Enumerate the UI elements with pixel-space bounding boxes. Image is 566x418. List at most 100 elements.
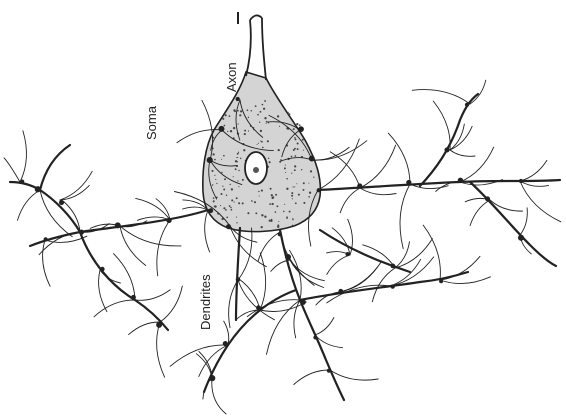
soma-stipple-dot <box>223 207 225 209</box>
soma-stipple-dot <box>308 196 310 198</box>
soma-stipple-dot <box>216 183 217 184</box>
soma-stipple-dot <box>267 140 269 142</box>
soma-stipple-dot <box>233 127 235 129</box>
dendritic-spine <box>390 263 395 268</box>
soma-stipple-dot <box>238 170 239 171</box>
soma-stipple-dot <box>303 150 304 151</box>
soma-stipple-dot <box>283 211 285 213</box>
soma-stipple-dot <box>255 212 257 214</box>
dendritic-spine <box>218 126 224 132</box>
dendrite-branch <box>312 147 349 160</box>
soma-stipple-dot <box>302 139 304 141</box>
soma-stipple-dot <box>271 203 273 205</box>
soma-stipple-dot <box>272 196 274 198</box>
soma-stipple-dot <box>259 122 260 123</box>
soma-stipple-dot <box>258 143 259 144</box>
soma-stipple-dot <box>213 197 215 199</box>
soma-stipple-dot <box>309 192 311 194</box>
soma-stipple-dot <box>236 222 237 223</box>
soma-stipple-dot <box>237 110 239 112</box>
soma-stipple-dot <box>236 157 237 158</box>
soma-stipple-dot <box>293 128 295 130</box>
soma-stipple-dot <box>237 153 239 155</box>
soma-stipple-dot <box>226 217 228 219</box>
soma-stipple-dot <box>227 131 228 132</box>
soma-stipple-dot <box>276 205 278 207</box>
soma-stipple-dot <box>214 175 215 176</box>
soma-stipple-dot <box>215 179 216 180</box>
soma-stipple-dot <box>308 183 309 184</box>
soma-stipple-dot <box>294 169 296 171</box>
dendrite-branch <box>267 300 301 354</box>
soma-stipple-dot <box>234 201 235 202</box>
soma-stipple-dot <box>229 184 230 185</box>
dendrite-branch <box>450 150 475 156</box>
soma-stipple-dot <box>264 117 266 119</box>
dendritic-spine <box>298 126 304 132</box>
soma-stipple-dot <box>298 194 300 196</box>
soma-stipple-dot <box>285 172 286 173</box>
dendritic-spine <box>115 222 121 228</box>
soma-stipple-dot <box>277 115 279 117</box>
soma-stipple-dot <box>294 148 296 150</box>
soma-stipple-dot <box>233 176 234 177</box>
soma-stipple-dot <box>247 212 249 214</box>
dendrite-branch <box>236 310 260 319</box>
dendrite-branch <box>260 302 306 312</box>
soma-stipple-dot <box>242 202 244 204</box>
soma-stipple-dot <box>255 105 257 107</box>
soma-stipple-dot <box>303 189 305 191</box>
soma-stipple-dot <box>285 165 286 166</box>
soma-stipple-dot <box>234 110 236 112</box>
dendrite-branch <box>520 181 561 222</box>
dendritic-spine <box>519 179 523 183</box>
dendritic-spine <box>35 186 41 192</box>
soma-stipple-dot <box>224 125 226 127</box>
nucleolus <box>253 167 259 173</box>
soma-stipple-dot <box>291 156 293 158</box>
dendrite-branch <box>39 232 80 255</box>
soma-stipple-dot <box>297 142 299 144</box>
dendritic-spine <box>79 230 84 235</box>
dendritic-spine <box>313 335 317 339</box>
soma-stipple-dot <box>286 188 288 190</box>
dendritic-spine <box>300 299 306 305</box>
dendrite-branch <box>470 200 490 226</box>
soma-stipple-dot <box>269 203 271 205</box>
dendrite-branch <box>490 200 523 211</box>
soma-stipple-dot <box>220 193 222 195</box>
soma-stipple-dot <box>237 180 238 181</box>
dendrite-branch <box>135 290 170 301</box>
soma-stipple-dot <box>286 216 288 218</box>
dendritic-spine <box>309 156 315 162</box>
dendrite-branch <box>520 160 547 181</box>
dendritic-spine <box>338 289 343 294</box>
soma-stipple-dot <box>264 216 266 218</box>
soma-stipple-dot <box>231 209 233 211</box>
soma-stipple-dot <box>275 194 277 196</box>
soma-stipple-dot <box>240 110 242 112</box>
soma-stipple-dot <box>261 214 263 216</box>
soma-stipple-dot <box>223 155 225 157</box>
dendritic-spine <box>485 196 490 201</box>
dendritic-spine <box>278 232 282 236</box>
soma-stipple-dot <box>292 198 293 199</box>
soma-stipple-dot <box>284 167 286 169</box>
soma-stipple-dot <box>257 114 259 116</box>
dendrite-branch <box>360 145 396 188</box>
soma-stipple-dot <box>299 124 301 126</box>
dendritic-spine <box>44 237 48 241</box>
dendrite-branch <box>212 378 226 414</box>
soma-stipple-dot <box>254 201 256 203</box>
dendrite-branch <box>327 255 350 274</box>
dendritic-spine <box>391 284 395 288</box>
soma-stipple-dot <box>260 130 262 132</box>
soma-stipple-dot <box>248 130 249 131</box>
dendritic-spine <box>207 157 213 163</box>
dendrite-branch <box>330 152 360 188</box>
soma-stipple-dot <box>286 178 288 180</box>
dendrite-branch <box>157 322 165 377</box>
dendritic-spine <box>345 252 349 256</box>
soma-stipple-dot <box>221 172 222 173</box>
